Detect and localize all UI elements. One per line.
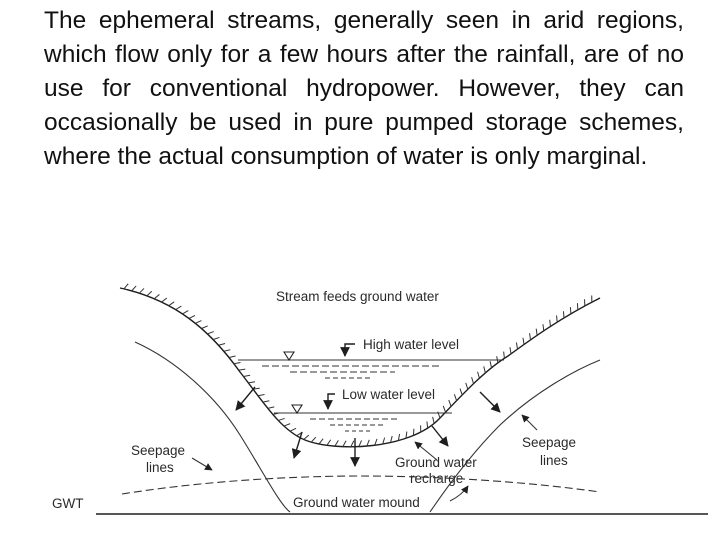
ground-hatch-tick xyxy=(523,338,524,345)
seepage-line-left xyxy=(135,342,290,512)
ground-hatch-tick xyxy=(229,356,236,357)
seepage-left-label-line2: lines xyxy=(146,460,174,475)
ground-hatch-tick xyxy=(460,389,462,395)
ground-hatch-tick xyxy=(244,375,251,376)
ground-hatch-tick xyxy=(510,347,511,354)
ground-hatch-tick xyxy=(484,366,486,373)
ground-hatch-tick xyxy=(319,439,323,444)
ground-hatch-tick xyxy=(304,435,309,439)
ground-hatch-tick xyxy=(367,440,369,446)
ground-hatch-tick xyxy=(454,394,456,400)
ground-hatch-tick xyxy=(195,321,201,324)
ground-hatch-tick xyxy=(504,352,505,359)
ground-hatch-tick xyxy=(398,434,399,441)
high-water-label: High water level xyxy=(363,337,459,352)
recharge-label-line1: Ground water xyxy=(395,455,477,470)
low-water-pointer-arrow xyxy=(328,394,335,409)
ground-hatch-tick xyxy=(263,401,270,402)
ground-hatch-tick xyxy=(248,382,255,383)
ground-hatch-tick xyxy=(239,369,246,370)
ground-hatch-tick xyxy=(278,418,284,420)
ground-hatch-tick xyxy=(147,291,152,296)
ground-hatch-tick xyxy=(530,333,531,340)
mound-pointer-arrow xyxy=(450,486,468,501)
ground-hatch-tick xyxy=(132,286,137,291)
ground-hatch-tick xyxy=(375,439,377,445)
ground-hatch-tick xyxy=(466,383,468,389)
ground-hatch-tick xyxy=(224,350,231,352)
ground-hatch-tick xyxy=(472,377,474,383)
ground-hatch-tick xyxy=(311,437,316,442)
ground-hatch-tick xyxy=(478,372,480,378)
ground-hatch-tick xyxy=(550,320,551,327)
high-water-triangle-icon xyxy=(284,352,294,360)
ground-hatch-tick xyxy=(359,440,362,446)
gwt-label: GWT xyxy=(52,496,84,511)
ground-hatch-tick xyxy=(290,428,296,431)
seepage-left-pointer-arrow xyxy=(192,458,212,470)
mound-label: Ground water mound xyxy=(293,495,420,510)
ground-hatch-tick xyxy=(335,440,338,446)
seepage-right-pointer-arrow xyxy=(522,415,537,430)
ground-hatch-tick xyxy=(433,417,435,424)
high-water-pointer-arrow xyxy=(345,344,355,356)
ground-hatch-tick xyxy=(124,284,128,289)
ground-hatch-tick xyxy=(443,406,445,412)
recharge-label-line2: recharge xyxy=(410,471,463,486)
ground-hatch-tick xyxy=(182,311,188,314)
ground-hatch-tick xyxy=(543,324,544,331)
ground-hatch-tick xyxy=(391,436,393,443)
ground-hatch-tick xyxy=(207,332,213,334)
ground-hatch-tick xyxy=(490,361,491,368)
seepage-left-label-line1: Seepage xyxy=(131,443,185,458)
low-water-label: Low water level xyxy=(342,387,435,402)
ground-hatch-tick xyxy=(351,441,354,447)
low-water-triangle-icon xyxy=(292,405,302,413)
ground-hatch-tick xyxy=(327,440,331,446)
ground-hatch-tick xyxy=(176,306,182,310)
flow-arrow-left-high xyxy=(236,387,255,410)
flow-arrow-right-low xyxy=(432,426,448,446)
ground-hatch-tick xyxy=(213,337,219,339)
ground-hatch-tick xyxy=(258,395,265,396)
seepage-right-label-line1: Seepage xyxy=(522,435,576,450)
ground-surface-line xyxy=(120,288,600,447)
ground-water-mound-line xyxy=(122,476,600,494)
ground-hatch-tick xyxy=(383,438,385,444)
ground-hatch-tick xyxy=(406,432,407,439)
ground-hatch-tick xyxy=(449,400,451,406)
ground-hatch-tick xyxy=(563,311,564,318)
ground-hatch-tick xyxy=(189,315,195,318)
ground-hatching xyxy=(124,284,592,447)
ground-hatch-tick xyxy=(169,302,174,306)
ground-hatch-tick xyxy=(139,288,144,293)
low-water-dashes xyxy=(310,419,400,431)
high-water-dashes xyxy=(262,366,440,378)
ground-hatch-tick xyxy=(201,326,207,329)
ground-hatch-tick xyxy=(516,342,517,349)
ground-hatch-tick xyxy=(557,315,558,322)
ground-hatch-tick xyxy=(427,421,428,428)
ground-hatch-tick xyxy=(343,441,346,447)
seepage-right-label-line2: lines xyxy=(540,453,568,468)
ground-hatch-tick xyxy=(162,298,167,302)
ground-hatch-tick xyxy=(219,343,225,345)
ground-hatch-tick xyxy=(284,424,290,426)
ground-hatch-tick xyxy=(268,407,275,408)
flow-arrow-right-high xyxy=(480,392,500,412)
ground-hatch-tick xyxy=(154,294,159,298)
ground-hatch-tick xyxy=(234,363,241,364)
ground-hatch-tick xyxy=(536,329,537,336)
stream-feeds-label: Stream feeds ground water xyxy=(276,289,439,304)
